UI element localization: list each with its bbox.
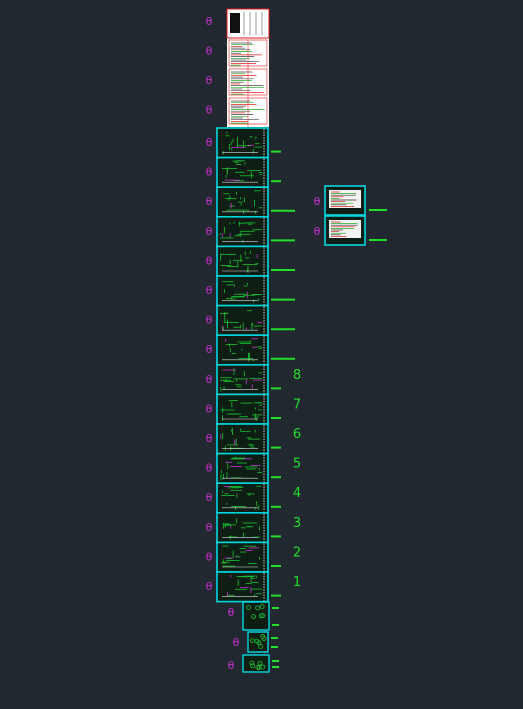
side-drawing-sheet: [324, 185, 387, 216]
row-marker-symbol: θ: [206, 550, 213, 563]
floor-number-label: 3: [293, 516, 301, 531]
drawing-sheet: [216, 304, 295, 337]
small-detail-sheet: [247, 631, 278, 653]
row-marker-symbol: θ: [206, 491, 213, 504]
row-marker-symbol: θ: [206, 225, 213, 238]
small-sheet-symbol: [246, 605, 252, 610]
drawing-sheet: [216, 511, 281, 544]
drawing-sheet: [216, 452, 281, 485]
small-sheet-symbol: [260, 664, 266, 670]
row-marker-symbol: θ: [206, 104, 213, 117]
side-drawing-column: [324, 185, 387, 246]
drawing-sheet: [216, 571, 281, 603]
cover-title-sheet: [226, 8, 270, 39]
small-sheet-symbol: [260, 633, 266, 639]
row-marker-symbol: θ: [206, 343, 213, 356]
small-sheet-symbol: [258, 644, 263, 649]
floor-number-label: 6: [293, 427, 301, 442]
row-marker-symbol: θ: [206, 402, 213, 415]
row-marker-symbol: θ: [206, 521, 213, 534]
small-sheet-symbol: [258, 613, 264, 619]
drawing-sheet: [216, 275, 295, 307]
sheet-frame: [216, 245, 269, 277]
drawing-sheet: [216, 482, 281, 514]
sheet-frame: [216, 363, 269, 396]
cover-sheet-group: [226, 8, 270, 127]
sheet-frame: [216, 393, 269, 425]
small-sheet-symbol: [254, 638, 260, 644]
row-marker-symbol: θ: [206, 15, 213, 28]
row-marker-symbol: θ: [314, 195, 321, 208]
drawing-sheet: [216, 363, 281, 396]
side-sheet-content: [329, 220, 361, 238]
small-sheet-symbol: [251, 614, 256, 619]
row-marker-symbol: θ: [206, 195, 213, 208]
small-sheet-symbol: [257, 660, 263, 666]
floor-number-label: 2: [293, 545, 301, 560]
drawing-sheet: [216, 156, 281, 189]
row-marker-symbol: θ: [314, 225, 321, 238]
row-marker-symbol: θ: [206, 45, 213, 58]
row-marker-symbol: θ: [206, 136, 213, 149]
small-sheet-frame: [242, 654, 270, 673]
row-marker-symbol: θ: [206, 373, 213, 386]
sheet-frame: [216, 127, 269, 159]
drawing-sheet: [216, 393, 281, 425]
main-drawing-column: [216, 8, 295, 673]
small-sheet-symbol: [255, 605, 260, 611]
floor-number-label: 4: [293, 486, 301, 501]
small-sheet-symbol: [250, 663, 255, 669]
row-marker-symbol: θ: [233, 636, 240, 649]
floor-number-label: 7: [293, 397, 301, 412]
row-marker-symbol: θ: [206, 254, 213, 267]
row-marker-symbol: θ: [206, 432, 213, 445]
small-sheet-symbol: [260, 613, 266, 619]
sheet-frame: [216, 541, 269, 573]
row-marker-symbol: θ: [228, 606, 235, 619]
drawing-sheet: [216, 216, 295, 248]
side-sheet-content: [329, 190, 361, 208]
sheet-frame: [216, 423, 269, 455]
small-detail-sheet: [242, 654, 279, 673]
drawing-sheet: [216, 245, 295, 277]
small-sheet-symbol: [255, 665, 261, 670]
floor-number-label: 1: [293, 575, 301, 590]
drawing-sheet: [216, 541, 281, 573]
side-drawing-sheet: [324, 215, 387, 246]
drawing-sheet: [216, 334, 295, 366]
row-marker-symbol: θ: [206, 462, 213, 475]
drawing-sheet: [216, 423, 281, 455]
cover-logo-block: [230, 13, 240, 33]
small-detail-sheet: [242, 601, 279, 631]
row-marker-symbol: θ: [206, 314, 213, 327]
row-markers: θ θ θ θ θ θ θ θ θ θ θ θ θ θ θ θ θ θ θ θ θ θ θ θ θ: [206, 15, 321, 672]
drawing-sheet: [216, 127, 281, 159]
row-marker-symbol: θ: [206, 284, 213, 297]
sheet-frame: [216, 334, 269, 366]
row-marker-symbol: θ: [206, 580, 213, 593]
floor-number-label: 8: [293, 368, 301, 383]
row-marker-symbol: θ: [206, 166, 213, 179]
floor-labels: 8 7 6 5 4 3 2 1: [293, 368, 301, 590]
small-sheet-symbol: [249, 638, 255, 644]
drawing-sheet: [216, 186, 295, 218]
row-marker-symbol: θ: [206, 74, 213, 87]
row-marker-symbol: θ: [228, 659, 235, 672]
small-sheet-symbol: [259, 604, 265, 609]
floor-number-label: 5: [293, 457, 301, 472]
small-sheet-symbol: [249, 660, 255, 666]
